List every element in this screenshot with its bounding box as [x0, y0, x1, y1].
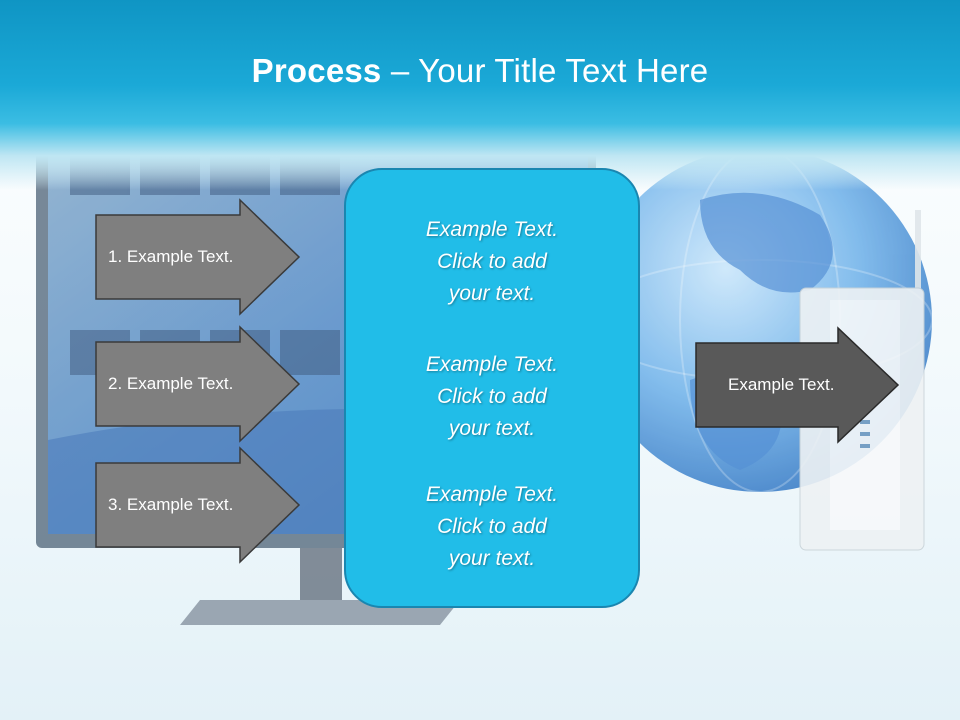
center-block-3: Example Text. Click to add your text. [346, 479, 638, 575]
left-arrow-3-label: 3. Example Text. [108, 495, 234, 514]
center-block-2-line3: your text. [448, 417, 536, 440]
arrow-shape [95, 198, 301, 316]
center-block-1-line1: Example Text. [425, 218, 559, 241]
center-text-box[interactable]: Example Text. Click to add your text. Ex… [344, 168, 640, 608]
center-block-2-line1: Example Text. [425, 353, 559, 376]
left-arrow-2[interactable]: 2. Example Text. [94, 325, 302, 443]
arrow-shape [95, 446, 301, 564]
slide-title[interactable]: Process – Your Title Text Here [0, 52, 960, 90]
title-bold: Process [251, 52, 382, 89]
left-arrow-1-label: 1. Example Text. [108, 247, 234, 266]
center-block-3-line3: your text. [448, 547, 536, 570]
right-arrow[interactable]: Example Text. [694, 326, 902, 444]
arrow-shape [95, 325, 301, 443]
left-arrow-1[interactable]: 1. Example Text. [94, 198, 302, 316]
center-block-1-line2: Click to add [437, 250, 547, 273]
center-block-2-line2: Click to add [437, 385, 547, 408]
right-arrow-label: Example Text. [728, 375, 835, 394]
arrow-shape [695, 326, 900, 444]
header-band [0, 0, 960, 190]
title-rest: – Your Title Text Here [381, 52, 709, 89]
center-block-3-line2: Click to add [437, 515, 547, 538]
left-arrow-2-label: 2. Example Text. [108, 374, 234, 393]
center-block-1: Example Text. Click to add your text. [346, 214, 638, 310]
center-block-3-line1: Example Text. [425, 483, 559, 506]
center-block-1-line3: your text. [448, 282, 536, 305]
center-block-2: Example Text. Click to add your text. [346, 349, 638, 445]
left-arrow-3[interactable]: 3. Example Text. [94, 446, 302, 564]
